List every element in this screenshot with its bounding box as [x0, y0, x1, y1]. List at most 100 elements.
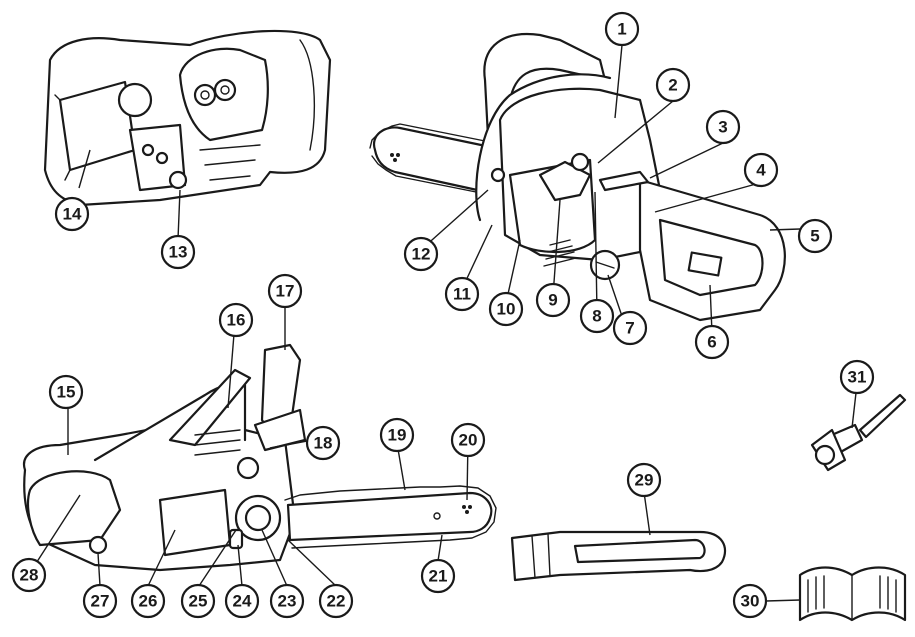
- callout-number: 4: [756, 161, 766, 180]
- callout-circle: [732, 583, 768, 619]
- chainsaw-left-view-illustration: [22, 343, 497, 572]
- callout-4: 4: [743, 152, 779, 188]
- callout-1: 1: [604, 11, 640, 47]
- callout-17: 17: [267, 273, 303, 309]
- callout-circle: [579, 298, 615, 334]
- callout-29: 29: [626, 462, 662, 498]
- callout-7: 7: [612, 310, 648, 346]
- callout-circle: [160, 234, 196, 270]
- callout-circle: [839, 359, 875, 395]
- callout-leader-lines: [32, 44, 858, 602]
- callout-circle: [444, 276, 480, 312]
- callout-circle: [318, 583, 354, 619]
- callout-27: 27: [82, 583, 118, 619]
- engine-detail-illustration: [43, 29, 332, 207]
- callout-number: 15: [57, 383, 76, 402]
- callout-3: 3: [705, 109, 741, 145]
- callout-31: 31: [839, 359, 875, 395]
- callout-number: 6: [707, 333, 716, 352]
- callout-circle: [48, 374, 84, 410]
- callout-22: 22: [318, 583, 354, 619]
- callout-30: 30: [732, 583, 768, 619]
- callout-number: 22: [327, 592, 346, 611]
- callout-circle: [612, 310, 648, 346]
- callouts: 1 2 3 4 5 6 7 8 9 10 11 12 13 14 15 16 1…: [11, 11, 875, 619]
- callout-11: 11: [444, 276, 480, 312]
- callout-circle: [224, 583, 260, 619]
- callout-19: 19: [379, 417, 415, 453]
- callout-number: 25: [189, 592, 208, 611]
- callout-number: 19: [388, 426, 407, 445]
- callout-number: 14: [63, 205, 82, 224]
- callout-number: 27: [91, 592, 110, 611]
- callout-number: 12: [412, 245, 431, 264]
- callout-number: 20: [459, 431, 478, 450]
- callout-number: 17: [276, 282, 295, 301]
- callout-number: 30: [741, 592, 760, 611]
- callout-number: 7: [625, 319, 634, 338]
- callout-circle: [705, 109, 741, 145]
- callout-number: 3: [718, 118, 727, 137]
- callout-number: 28: [20, 566, 39, 585]
- owners-manual-book-icon: [798, 566, 907, 622]
- callout-26: 26: [130, 583, 166, 619]
- callout-18: 18: [305, 425, 341, 461]
- callout-circle: [488, 291, 524, 327]
- callout-number: 24: [233, 592, 252, 611]
- callout-number: 13: [169, 243, 188, 262]
- callout-12: 12: [403, 236, 439, 272]
- callout-16: 16: [218, 302, 254, 338]
- callout-circle: [305, 425, 341, 461]
- callout-number: 1: [617, 20, 626, 39]
- callout-number: 31: [848, 368, 867, 387]
- callout-15: 15: [48, 374, 84, 410]
- callout-8: 8: [579, 298, 615, 334]
- callout-circle: [269, 583, 305, 619]
- callout-circle: [403, 236, 439, 272]
- chainsaw-side-view-illustration: [369, 33, 786, 322]
- callout-21: 21: [420, 558, 456, 594]
- callout-number: 21: [429, 567, 448, 586]
- callout-number: 9: [548, 291, 557, 310]
- callout-25: 25: [180, 583, 216, 619]
- callout-circle: [604, 11, 640, 47]
- callout-number: 8: [592, 307, 601, 326]
- callout-14: 14: [54, 196, 90, 232]
- callout-circle: [180, 583, 216, 619]
- chain-scabbard-illustration: [510, 530, 727, 582]
- callout-circle: [379, 417, 415, 453]
- callout-number: 10: [497, 300, 516, 319]
- callout-9: 9: [535, 282, 571, 318]
- callout-number: 11: [453, 285, 471, 304]
- callout-circle: [11, 557, 47, 593]
- callout-circle: [218, 302, 254, 338]
- callout-number: 2: [668, 76, 677, 95]
- callout-24: 24: [224, 583, 260, 619]
- callout-circle: [626, 462, 662, 498]
- callout-circle: [267, 273, 303, 309]
- callout-circle: [797, 218, 833, 254]
- callout-circle: [420, 558, 456, 594]
- callout-circle: [450, 422, 486, 458]
- callout-2: 2: [655, 67, 691, 103]
- callout-circle: [130, 583, 166, 619]
- callout-number: 26: [139, 592, 158, 611]
- callout-circle: [535, 282, 571, 318]
- callout-13: 13: [160, 234, 196, 270]
- callout-number: 23: [278, 592, 297, 611]
- callout-10: 10: [488, 291, 524, 327]
- callout-circle: [743, 152, 779, 188]
- callout-number: 16: [227, 311, 246, 330]
- callout-23: 23: [269, 583, 305, 619]
- callout-number: 5: [810, 227, 819, 246]
- combination-wrench-illustration: [810, 393, 907, 472]
- callout-20: 20: [450, 422, 486, 458]
- callout-circle: [694, 324, 730, 360]
- callout-circle: [82, 583, 118, 619]
- callout-number: 18: [314, 434, 333, 453]
- callout-28: 28: [11, 557, 47, 593]
- callout-5: 5: [797, 218, 833, 254]
- callout-circle: [54, 196, 90, 232]
- callout-circle: [655, 67, 691, 103]
